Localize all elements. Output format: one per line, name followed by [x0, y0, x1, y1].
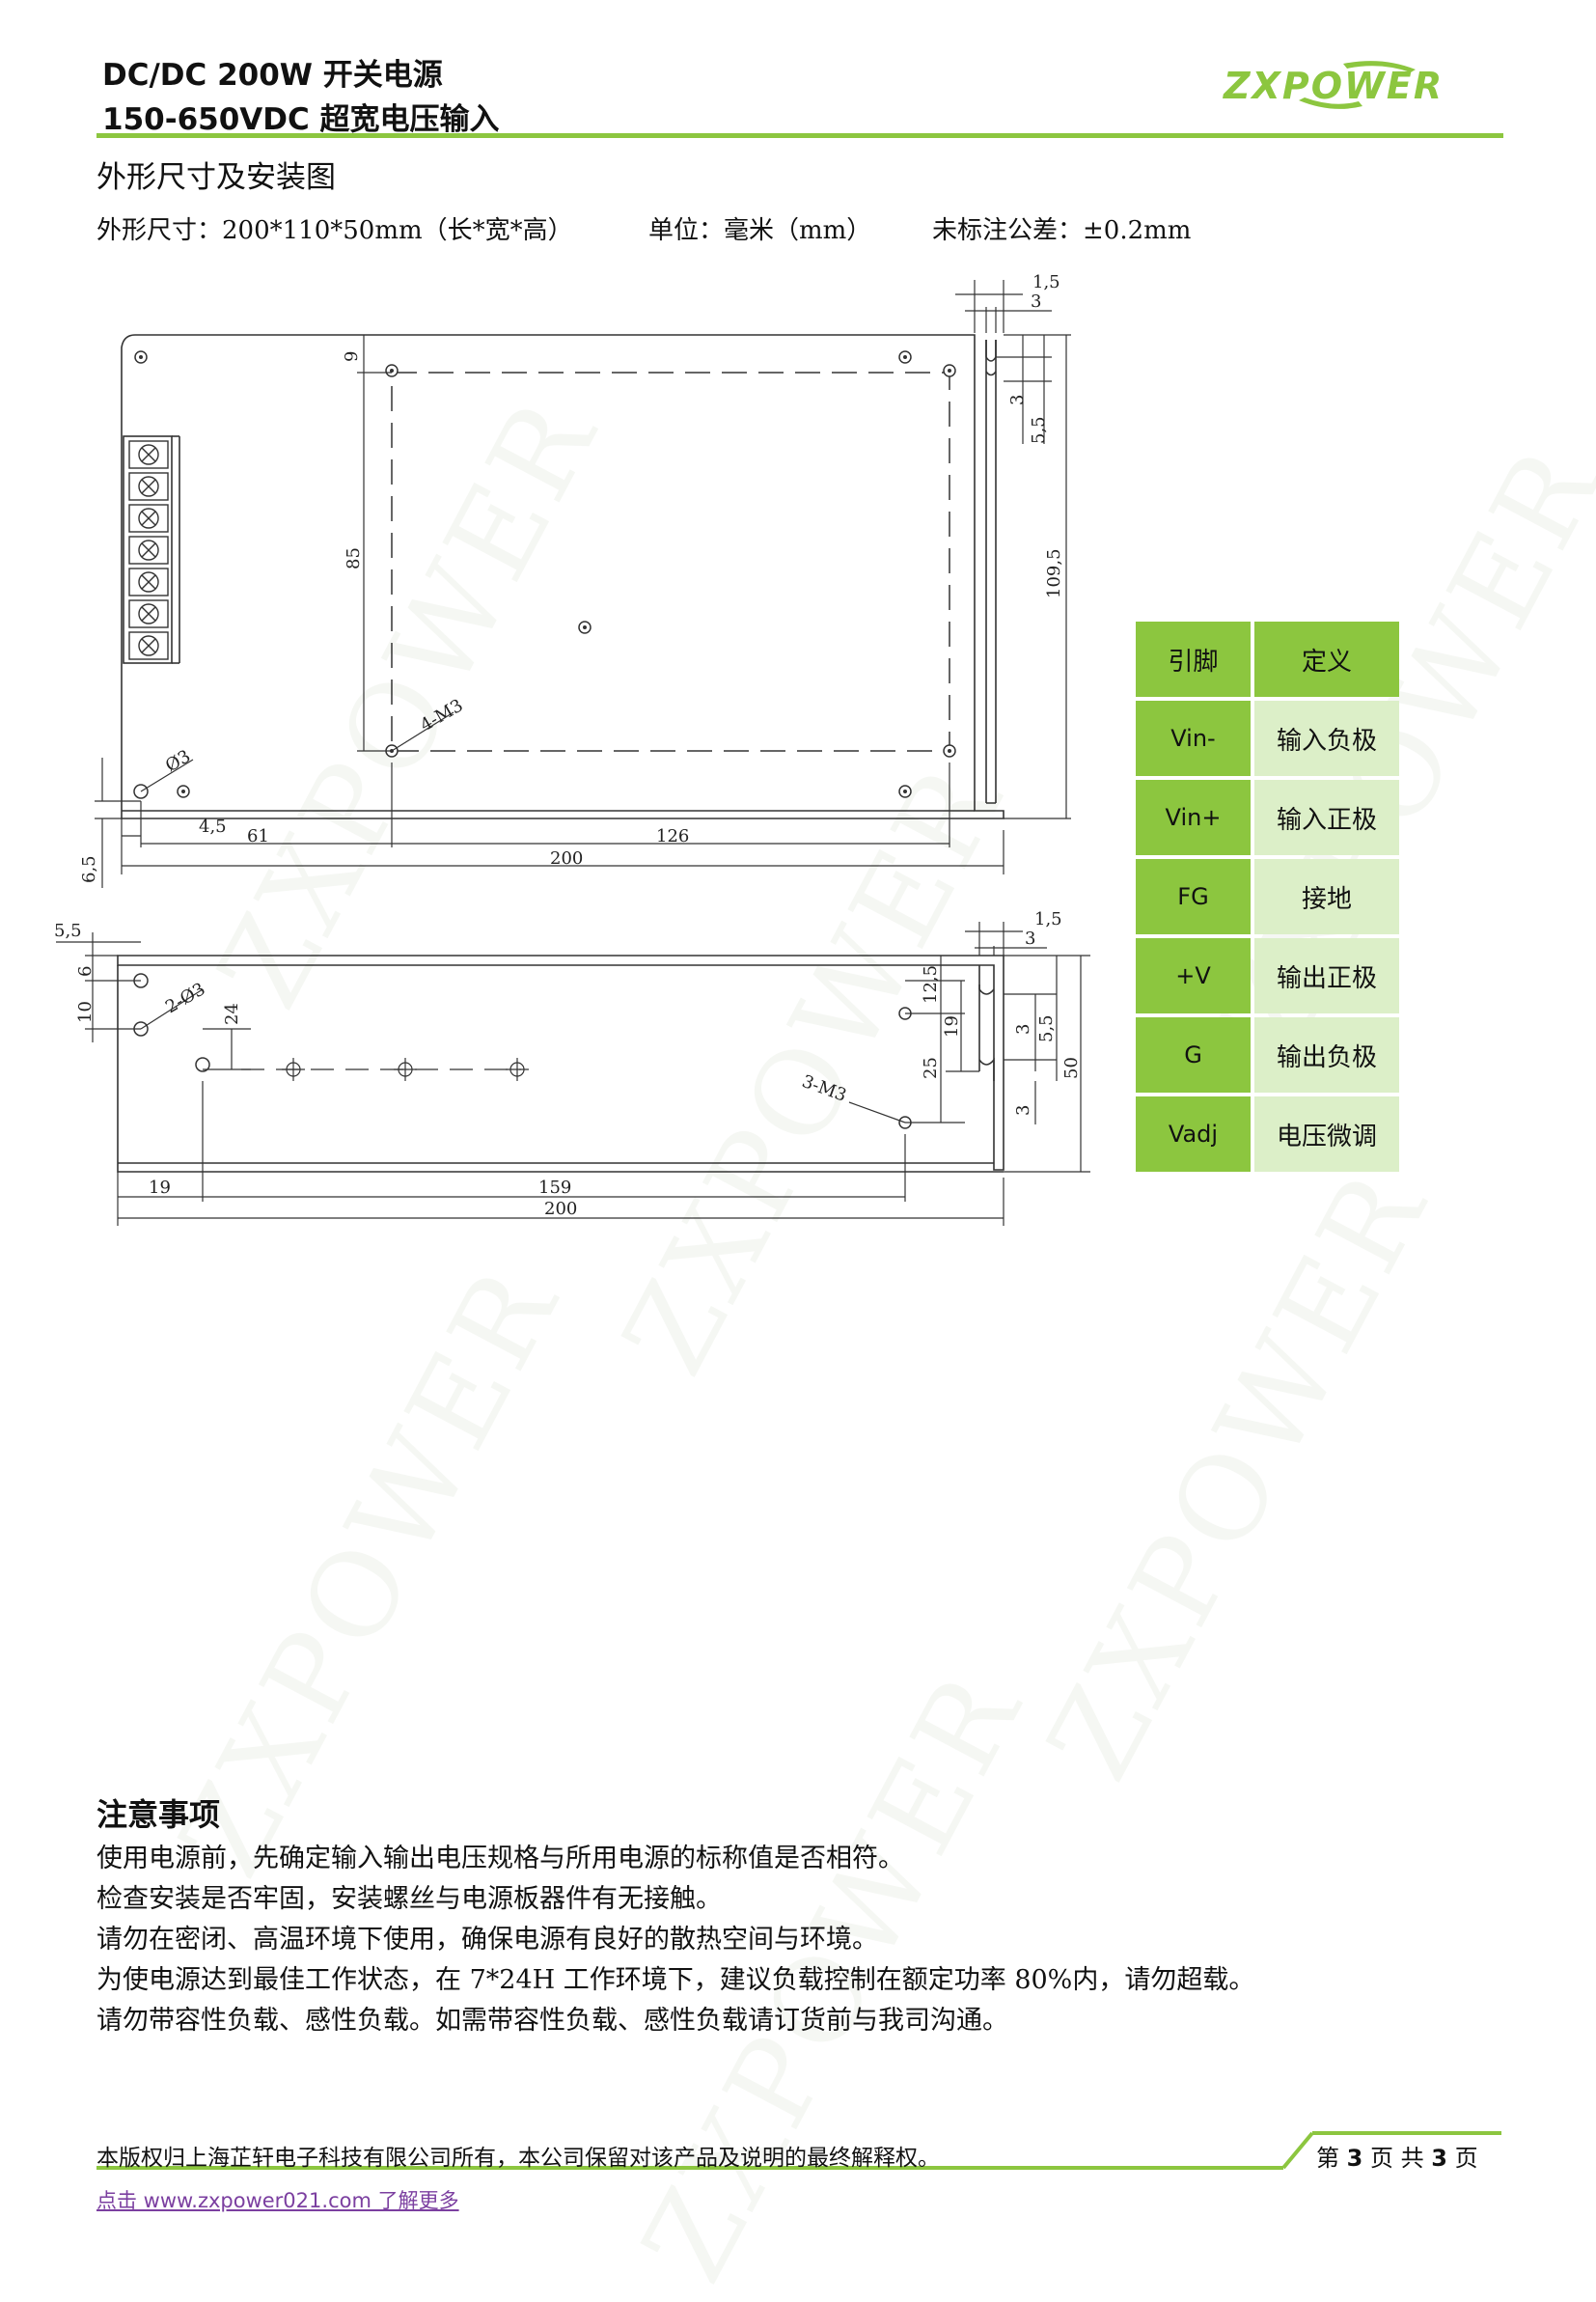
header-title-line2: 150-650VDC 超宽电压输入: [102, 102, 500, 137]
website-link[interactable]: 点击 www.zxpower021.com 了解更多: [96, 2189, 459, 2212]
page-current: 3: [1346, 2145, 1363, 2172]
footer-copyright: 本版权归上海芷轩电子科技有限公司所有，本公司保留对该产品及说明的最终解释权。: [96, 2146, 940, 2171]
dim-label: 200: [544, 1199, 577, 1219]
logo-text: ZXPOWER: [1223, 65, 1444, 107]
pin-definition: 输出正极: [1254, 938, 1399, 1013]
unit-label: 单位：毫米（mm）: [648, 216, 872, 245]
notes-title: 注意事项: [96, 1796, 221, 1833]
table-header-pin: 引脚: [1136, 622, 1251, 697]
terminal-screw: [128, 536, 169, 565]
list-item: 为使电源达到最佳工作状态，在 7*24H 工作环境下，建议负载控制在额定功率 8…: [96, 1965, 1255, 1995]
dim-label: 12,5: [921, 965, 941, 1004]
list-item: 请勿在密闭、高温环境下使用，确保电源有良好的散热空间与环境。: [96, 1925, 878, 1955]
footer-page-number: 第 3 页 共 3 页: [1316, 2139, 1478, 2173]
section-title: 外形尺寸及安装图: [96, 160, 336, 195]
dim-label: 61: [247, 826, 269, 846]
dim-label: 3: [1013, 1024, 1033, 1035]
page-mid: 页 共: [1369, 2145, 1424, 2172]
dim-label: 3: [1031, 291, 1041, 312]
dim-label: 6: [75, 966, 96, 977]
list-item: 使用电源前，先确定输入输出电压规格与所用电源的标称值是否相符。: [96, 1844, 904, 1873]
dim-label: 3-M3: [799, 1071, 849, 1106]
terminal-block: [128, 440, 169, 660]
pin-name: Vadj: [1136, 1096, 1251, 1172]
outline-dimensions: 外形尺寸：200*110*50mm（长*宽*高）: [96, 216, 573, 245]
terminal-screw: [128, 568, 169, 596]
mechanical-drawing: 1,5 3 9 3 5,5 85 109,5 4-M3 Ø3 4,5 61 12…: [54, 272, 1090, 1226]
pin-definition: 输出负极: [1254, 1017, 1399, 1093]
watermark: ZXPOWER: [1023, 1148, 1455, 1801]
list-item: 请勿带容性负载、感性负载。如需带容性负载、感性负载请订货前与我司沟通。: [96, 2006, 1008, 2036]
table-row: G 输出负极: [1136, 1017, 1399, 1093]
notes-list: 使用电源前，先确定输入输出电压规格与所用电源的标称值是否相符。 检查安装是否牢固…: [96, 1839, 1254, 2041]
dim-label: 1,5: [1034, 909, 1062, 929]
dim-label: 6,5: [79, 855, 99, 883]
pin-name: Vin+: [1136, 780, 1251, 855]
table-row: Vadj 电压微调: [1136, 1096, 1399, 1172]
dim-label: 2-Ø3: [162, 979, 208, 1017]
list-item: 检查安装是否牢固，安装螺丝与电源板器件有无接触。: [96, 1884, 722, 1914]
dim-label: 5,5: [1036, 1014, 1057, 1042]
table-header-definition: 定义: [1254, 622, 1399, 697]
terminal-screw: [128, 631, 169, 660]
pin-definition: 输入负极: [1254, 701, 1399, 776]
dim-label: 24: [222, 1003, 242, 1025]
header-title-line1: DC/DC 200W 开关电源: [102, 58, 443, 93]
dim-label: 19: [149, 1178, 171, 1198]
dim-label: 3: [1013, 1105, 1033, 1116]
pin-name: +V: [1136, 938, 1251, 1013]
table-row: FG 接地: [1136, 859, 1399, 934]
terminal-screw: [128, 504, 169, 533]
dim-label: 3: [1025, 929, 1035, 949]
pin-definition-table: 引脚 定义 Vin- 输入负极 Vin+ 输入正极 FG 接地 +V 输出正极 …: [1132, 618, 1403, 1176]
dim-label: 4-M3: [417, 695, 467, 735]
dim-label: 5,5: [1029, 416, 1049, 444]
dim-label: Ø3: [162, 746, 194, 776]
tolerance-label: 未标注公差：±0.2mm: [932, 216, 1192, 245]
pin-definition: 输入正极: [1254, 780, 1399, 855]
pin-name: Vin-: [1136, 701, 1251, 776]
table-row: Vin- 输入负极: [1136, 701, 1399, 776]
dim-label: 5,5: [54, 921, 82, 941]
dim-label: 159: [538, 1178, 571, 1198]
dim-label: 9: [342, 351, 362, 362]
terminal-screw: [128, 440, 169, 469]
dim-label: 126: [656, 826, 689, 846]
dim-label: 10: [75, 1001, 96, 1023]
dim-label: 1,5: [1032, 272, 1060, 292]
dim-label: 200: [550, 848, 583, 869]
header-rule: [96, 133, 1503, 138]
table-header-row: 引脚 定义: [1136, 622, 1399, 697]
pin-name: G: [1136, 1017, 1251, 1093]
page-prefix: 第: [1316, 2145, 1339, 2172]
dim-label: 50: [1061, 1057, 1082, 1079]
pin-name: FG: [1136, 859, 1251, 934]
dim-label: 19: [942, 1015, 962, 1038]
footer-rule: [96, 2131, 1501, 2170]
dim-label: 109,5: [1044, 548, 1064, 598]
page-total: 3: [1431, 2145, 1447, 2172]
pin-definition: 电压微调: [1254, 1096, 1399, 1172]
dim-label: 25: [921, 1057, 941, 1079]
dim-label: 3: [1007, 395, 1028, 405]
page-suffix: 页: [1454, 2145, 1478, 2172]
terminal-screw: [128, 472, 169, 501]
pin-definition: 接地: [1254, 859, 1399, 934]
dim-label: 85: [344, 547, 364, 569]
dim-label: 4,5: [199, 817, 227, 837]
table-row: Vin+ 输入正极: [1136, 780, 1399, 855]
terminal-screw: [128, 599, 169, 628]
zxpower-logo: ZXPOWER: [1223, 61, 1444, 109]
table-row: +V 输出正极: [1136, 938, 1399, 1013]
